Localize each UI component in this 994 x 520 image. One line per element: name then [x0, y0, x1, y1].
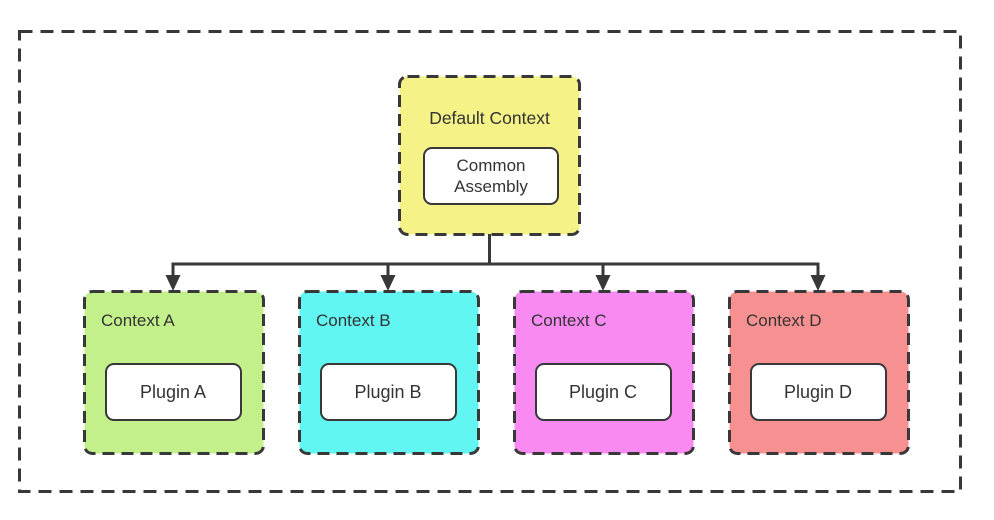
- plugin-d-label: Plugin D: [783, 381, 853, 402]
- plugin-b-node: Plugin B: [319, 363, 457, 421]
- common-assembly-node: Common Assembly: [423, 147, 559, 205]
- plugin-a-label: Plugin A: [139, 381, 207, 402]
- plugin-a-node: Plugin A: [104, 363, 242, 421]
- diagram-outer-frame: [18, 30, 962, 493]
- arrowhead-d-icon: [810, 275, 826, 291]
- default-context-label: Default Context: [429, 108, 550, 128]
- plugin-b-label: Plugin B: [354, 381, 422, 402]
- context-b-label: Context B: [316, 311, 391, 330]
- context-c-label: Context C: [531, 311, 607, 330]
- arrowhead-a-icon: [165, 275, 181, 291]
- arrowhead-b-icon: [380, 275, 396, 291]
- plugin-c-node: Plugin C: [534, 363, 672, 421]
- plugin-c-label: Plugin C: [568, 381, 638, 402]
- plugin-d-node: Plugin D: [749, 363, 887, 421]
- context-a-label: Context A: [101, 311, 175, 330]
- context-d-label: Context D: [746, 311, 822, 330]
- arrowhead-c-icon: [595, 275, 611, 291]
- common-assembly-label: Common Assembly: [454, 155, 528, 196]
